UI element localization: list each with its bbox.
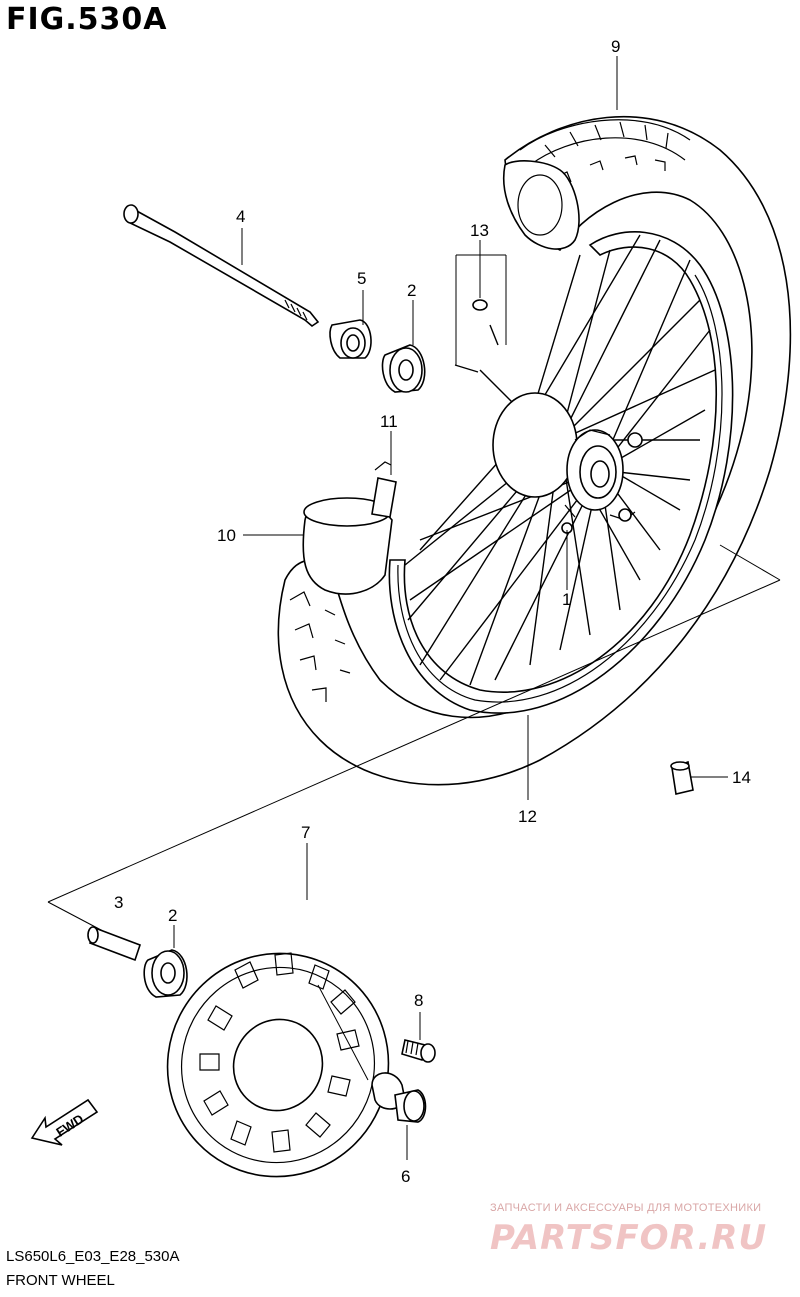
callout-5[interactable]: 5 <box>357 269 366 288</box>
watermark-logo: PARTSFOR.RU <box>490 1218 768 1258</box>
callout-10[interactable]: 10 <box>217 526 236 545</box>
disc-bolt[interactable] <box>401 1039 436 1063</box>
disc-collar[interactable] <box>371 1072 427 1123</box>
forward-direction-arrow: FWD <box>30 1098 99 1146</box>
figure-title: FIG.530A <box>6 2 168 37</box>
callout-8[interactable]: 8 <box>414 991 423 1010</box>
hub[interactable] <box>492 392 643 534</box>
bearing-top[interactable] <box>381 344 426 393</box>
callout-9[interactable]: 9 <box>611 37 620 56</box>
collar[interactable] <box>329 319 372 359</box>
bearing-lower[interactable] <box>143 949 188 998</box>
callout-2-top[interactable]: 2 <box>407 281 416 300</box>
leader-lines <box>173 56 728 1160</box>
rim-band[interactable] <box>302 461 397 595</box>
valve-cap[interactable] <box>670 760 694 795</box>
callout-4[interactable]: 4 <box>236 207 245 226</box>
watermark-tagline: ЗАПЧАСТИ И АКСЕССУАРЫ ДЛЯ МОТОТЕХНИКИ <box>490 1202 762 1214</box>
brake-disc[interactable] <box>128 914 427 1215</box>
callouts: 9 4 13 5 2 11 10 1 14 12 7 3 2 8 6 <box>114 37 751 1186</box>
front-axle[interactable] <box>123 204 320 328</box>
callout-1[interactable]: 1 <box>562 590 571 609</box>
callout-14[interactable]: 14 <box>732 768 751 787</box>
figure-caption: FRONT WHEEL <box>6 1272 115 1289</box>
callout-12[interactable]: 12 <box>518 807 537 826</box>
spacer-pin[interactable] <box>87 926 142 962</box>
callout-3[interactable]: 3 <box>114 893 123 912</box>
drawing-code: LS650L6_E03_E28_530A <box>6 1248 180 1265</box>
callout-13[interactable]: 13 <box>470 221 489 240</box>
callout-6[interactable]: 6 <box>401 1167 410 1186</box>
callout-7[interactable]: 7 <box>301 823 310 842</box>
front-wheel-assembly <box>277 115 792 786</box>
callout-11[interactable]: 11 <box>380 412 398 431</box>
spoke-nipple[interactable] <box>454 299 499 373</box>
callout-2-lower[interactable]: 2 <box>168 906 177 925</box>
